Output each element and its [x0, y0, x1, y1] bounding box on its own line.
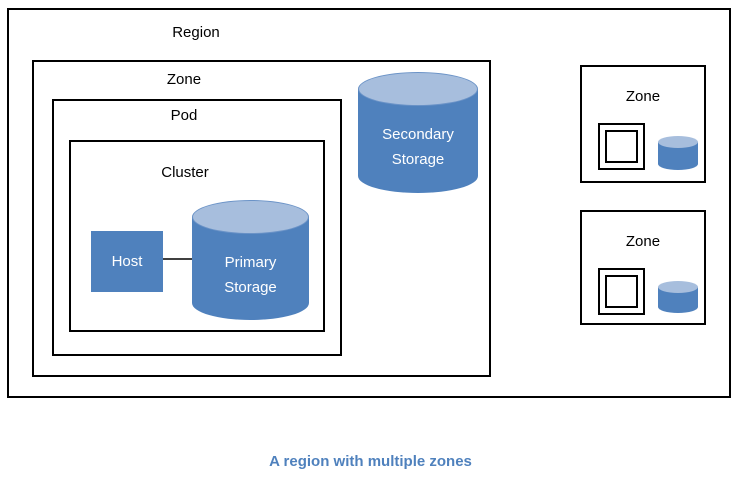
region-label: Region [172, 24, 220, 41]
secondary-storage-cylinder-top [358, 72, 478, 106]
secondary-storage-label: Secondary Storage [358, 122, 478, 172]
storage-cylinder-icon-2 [658, 281, 698, 313]
host-box: Host [91, 231, 163, 292]
host-label: Host [111, 253, 143, 270]
zone-small-2-label: Zone [625, 233, 661, 250]
pod-box [52, 99, 342, 356]
zone-label: Zone [166, 71, 202, 88]
secondary-storage-label-line1: Secondary [382, 126, 454, 143]
diagram-caption: A region with multiple zones [269, 453, 472, 470]
zone-box [32, 60, 491, 377]
primary-storage-cylinder-top [192, 200, 309, 234]
secondary-storage-cylinder: Secondary Storage [358, 72, 478, 193]
primary-storage-cylinder-body [192, 217, 309, 320]
primary-storage-label-line2: Storage [224, 279, 277, 296]
cluster-box [69, 140, 325, 332]
nested-squares-icon-outer-2 [598, 268, 645, 315]
region-box [7, 8, 731, 398]
nested-squares-icon-inner-1 [605, 130, 638, 163]
nested-squares-icon-outer-1 [598, 123, 645, 170]
storage-cylinder-icon-2-top [658, 281, 698, 293]
primary-storage-cylinder: Primary Storage [192, 200, 309, 320]
primary-storage-label-line1: Primary [224, 254, 277, 271]
storage-cylinder-icon-1-top [658, 136, 698, 148]
zone-small-1-label: Zone [625, 88, 661, 105]
host-storage-connector [163, 258, 192, 260]
secondary-storage-cylinder-body [358, 89, 478, 193]
cluster-label: Cluster [161, 164, 209, 181]
nested-squares-icon-inner-2 [605, 275, 638, 308]
secondary-storage-label-line2: Storage [391, 151, 445, 168]
storage-cylinder-icon-1 [658, 136, 698, 170]
primary-storage-label: Primary Storage [192, 250, 309, 300]
zone-small-1-box [580, 65, 706, 183]
pod-label: Pod [170, 107, 198, 124]
zone-small-2-box [580, 210, 706, 325]
